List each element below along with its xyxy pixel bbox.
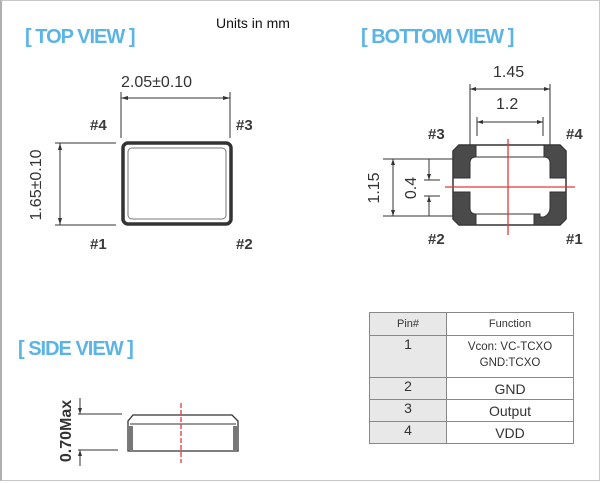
top-width-dimension: 2.05±0.10	[121, 74, 193, 91]
bottom-pin-2-label: #2	[428, 231, 445, 248]
bottom-outer-width-dimension: 1.45	[493, 64, 525, 81]
side-view-drawing	[78, 398, 239, 466]
pin-function-table: Pin# Function 1 Vcon: VC-TCXO GND:TCXO 2…	[369, 312, 574, 444]
top-pin-1-label: #1	[90, 236, 107, 253]
bottom-pin-1-label: #1	[566, 231, 583, 248]
bottom-pin-4-label: #4	[566, 126, 583, 143]
pin-function-line1: Vcon: VC-TCXO	[467, 341, 553, 353]
bottom-view-drawing	[383, 84, 575, 235]
pin-function: VDD	[446, 421, 574, 444]
pin-number: 3	[369, 399, 447, 422]
pin-function: GND	[446, 377, 574, 400]
top-view-drawing	[55, 92, 233, 226]
table-row: 2 GND	[369, 377, 574, 400]
pin-number: 1	[369, 335, 447, 378]
units-label: Units in mm	[216, 15, 290, 31]
bottom-pads	[452, 144, 567, 226]
table-row: 3 Output	[369, 399, 574, 422]
table-row: 4 VDD	[369, 421, 574, 444]
bottom-pin-3-label: #3	[428, 126, 445, 143]
pin-function: Output	[446, 399, 574, 422]
table-row: 1 Vcon: VC-TCXO GND:TCXO	[369, 335, 574, 378]
side-view-title: [ SIDE VIEW ]	[18, 338, 134, 360]
header-function: Function	[446, 312, 574, 336]
table-header-row: Pin# Function	[369, 312, 574, 336]
top-pin-4-label: #4	[90, 117, 107, 134]
top-view-title: [ TOP VIEW ]	[25, 26, 135, 48]
bottom-height-dimension: 1.15	[366, 172, 383, 204]
header-pin: Pin#	[369, 312, 447, 336]
pin-function-line2: GND:TCXO	[479, 357, 541, 369]
bottom-view-title: [ BOTTOM VIEW ]	[361, 26, 514, 48]
pin-function: Vcon: VC-TCXO GND:TCXO	[446, 335, 574, 378]
bottom-gap-dimension: 0.4	[403, 176, 420, 200]
top-pin-3-label: #3	[236, 117, 253, 134]
pin-number: 2	[369, 377, 447, 400]
top-height-dimension: 1.65±0.10	[28, 149, 45, 221]
top-pin-2-label: #2	[236, 236, 253, 253]
side-height-dimension: 0.70Max	[58, 399, 75, 463]
pin-number: 4	[369, 421, 447, 444]
bottom-inner-width-dimension: 1.2	[496, 96, 519, 113]
